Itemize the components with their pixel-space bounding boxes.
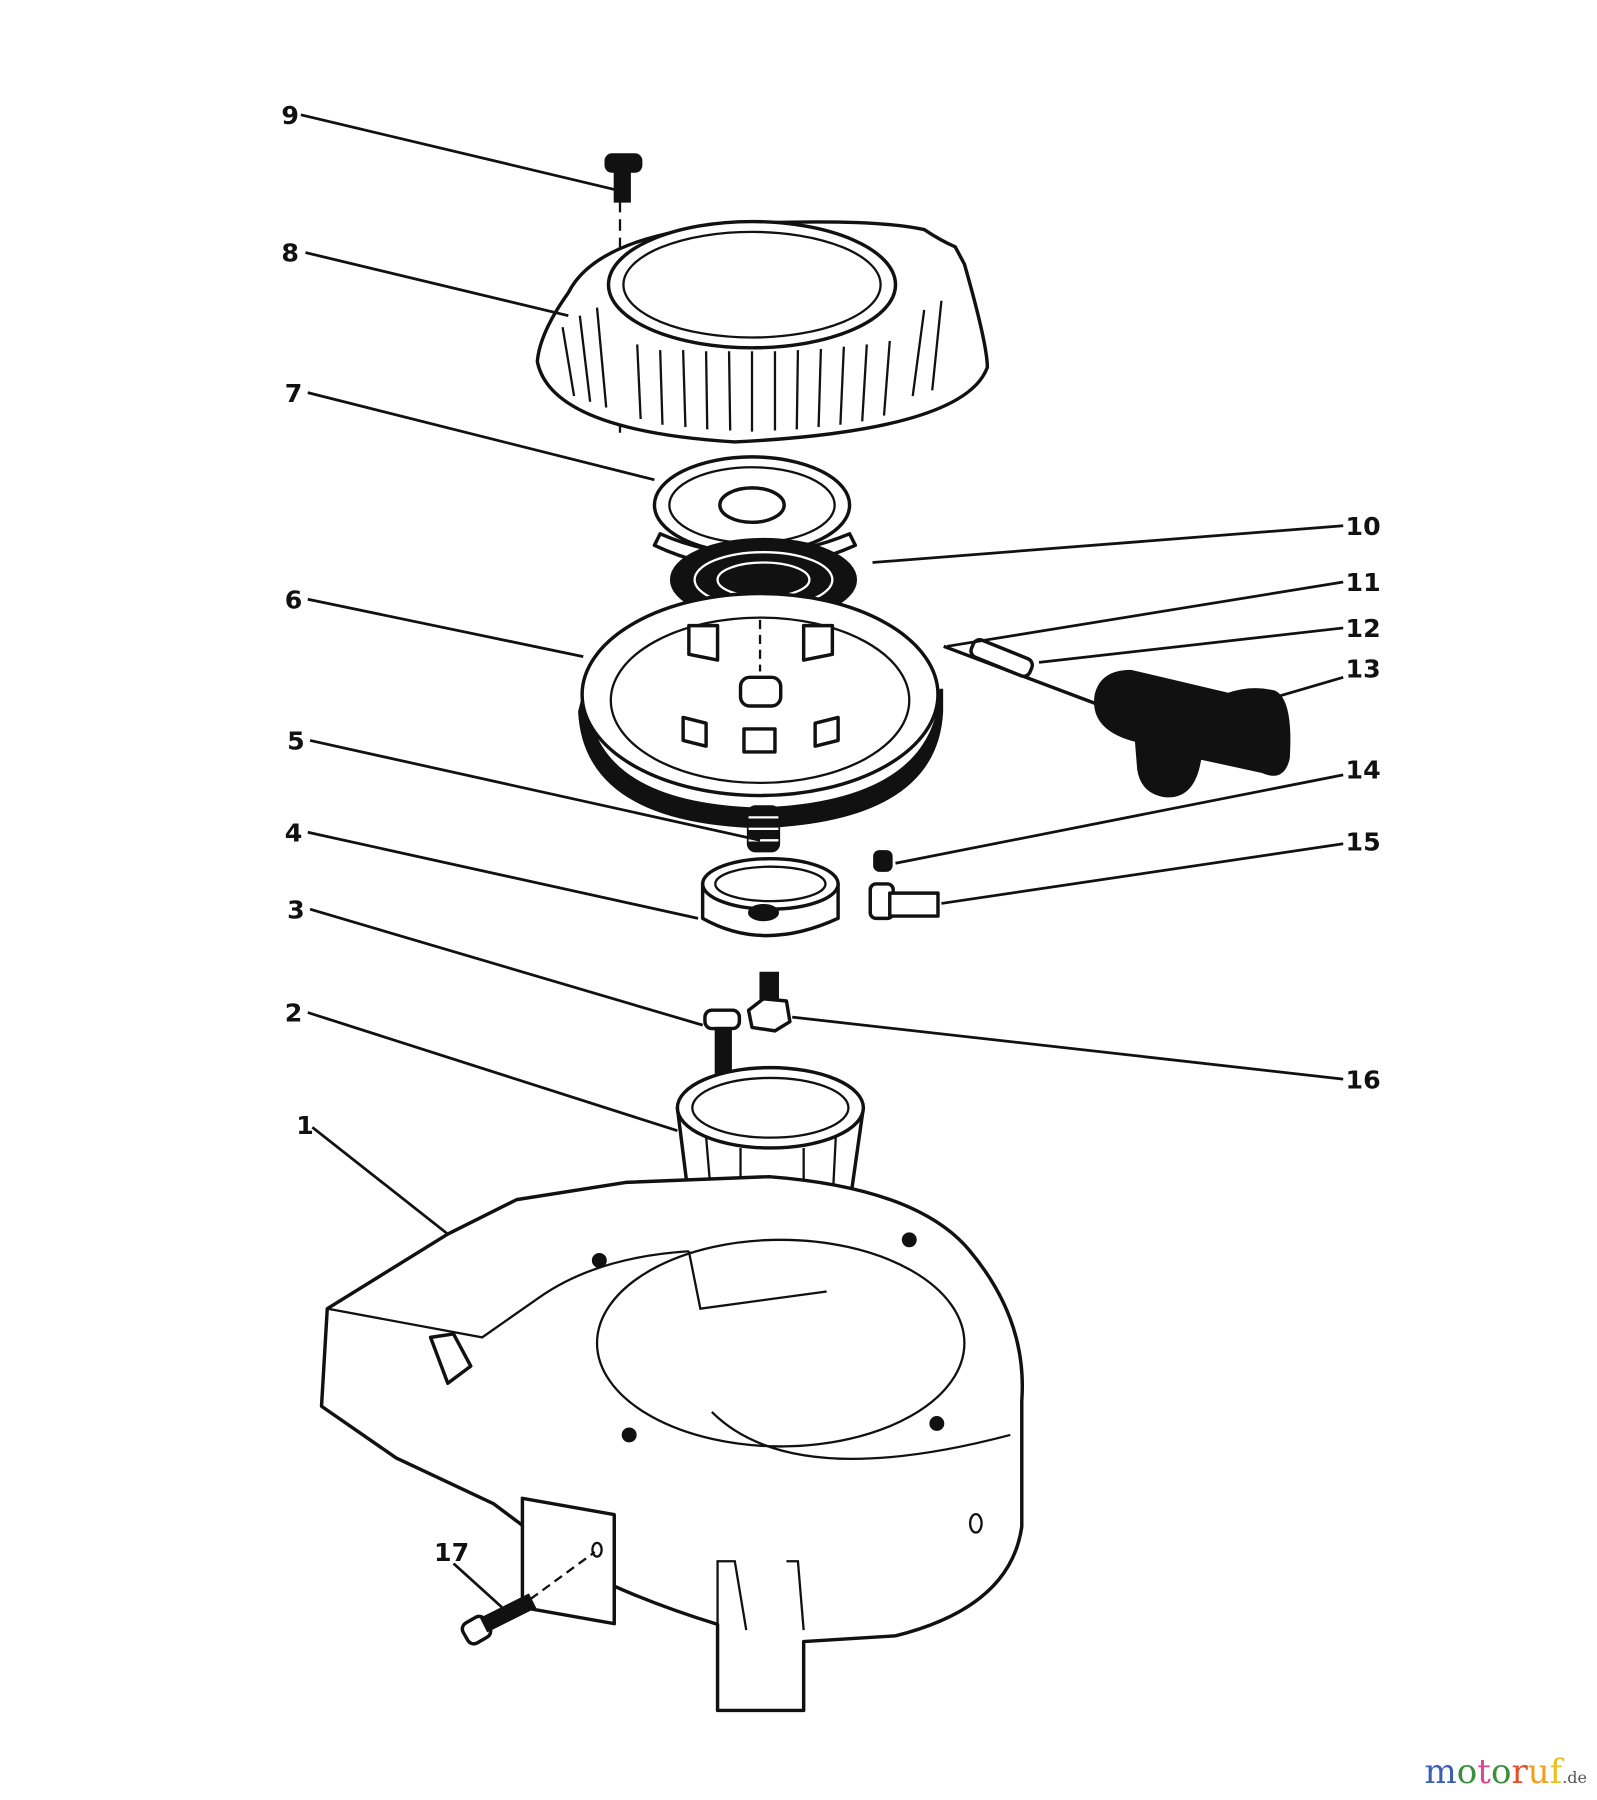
watermark-letter: m (1424, 1752, 1457, 1792)
watermark-text: motoruf (1425, 1752, 1563, 1792)
leader-9 (300, 113, 615, 191)
callout-3: 3 (287, 895, 305, 924)
part-13-handle (1094, 669, 1291, 798)
callout-2: 2 (285, 999, 303, 1028)
leader-11 (946, 580, 1344, 648)
leader-12 (1038, 626, 1344, 664)
callout-11: 11 (1346, 568, 1381, 597)
leader-3 (309, 907, 704, 1027)
part-14-clip (873, 850, 893, 872)
part-12-rope-retainer (969, 638, 1035, 678)
callout-9: 9 (281, 101, 299, 130)
callout-4: 4 (285, 818, 303, 847)
part-4-cup (700, 856, 840, 938)
leader-1 (311, 1126, 449, 1236)
part-6-pulley (578, 591, 944, 829)
callout-10: 10 (1346, 512, 1381, 541)
watermark-letter: r (1511, 1752, 1528, 1792)
part-16-nut (746, 971, 792, 1033)
leader-6 (307, 597, 584, 658)
leader-8 (305, 251, 569, 318)
watermark-letter: o (1456, 1752, 1478, 1792)
callout-16: 16 (1346, 1065, 1381, 1094)
leader-15 (941, 842, 1344, 905)
callout-12: 12 (1346, 614, 1381, 643)
leader-16 (792, 1015, 1344, 1081)
leader-17 (452, 1562, 503, 1609)
leader-7 (307, 391, 655, 482)
callout-7: 7 (285, 379, 303, 408)
leader-lines (300, 113, 1344, 1609)
callout-6: 6 (285, 585, 303, 614)
part-17-bolt (460, 1541, 603, 1646)
watermark-letter: t (1477, 1752, 1491, 1792)
leader-2 (307, 1011, 678, 1133)
motoruf-watermark: motoruf.de (1425, 1752, 1587, 1792)
callout-5: 5 (287, 727, 305, 756)
watermark-tld: .de (1562, 1768, 1587, 1787)
leader-14 (895, 773, 1344, 865)
leader-5 (309, 739, 761, 842)
part-5-spring (746, 805, 781, 853)
callout-1: 1 (296, 1111, 314, 1140)
leader-4 (307, 830, 699, 920)
watermark-letter: o (1490, 1752, 1512, 1792)
callout-15: 15 (1346, 828, 1381, 857)
part-8-housing (535, 219, 990, 444)
callout-8: 8 (281, 239, 299, 268)
leader-10 (872, 524, 1344, 564)
watermark-letter: u (1527, 1752, 1550, 1792)
part-1-blower-housing (319, 1174, 1025, 1713)
part-15-pawl (868, 882, 940, 921)
part-3-screw (703, 1008, 742, 1074)
leader-13 (1276, 675, 1344, 699)
callout-labels: 9 8 7 6 5 4 3 2 1 17 10 11 12 13 14 15 1… (281, 101, 1380, 1567)
callout-14: 14 (1346, 755, 1381, 784)
part-9-bolt (604, 153, 643, 203)
watermark-letter: f (1549, 1752, 1563, 1792)
callout-17: 17 (434, 1538, 469, 1567)
callout-13: 13 (1346, 654, 1381, 683)
